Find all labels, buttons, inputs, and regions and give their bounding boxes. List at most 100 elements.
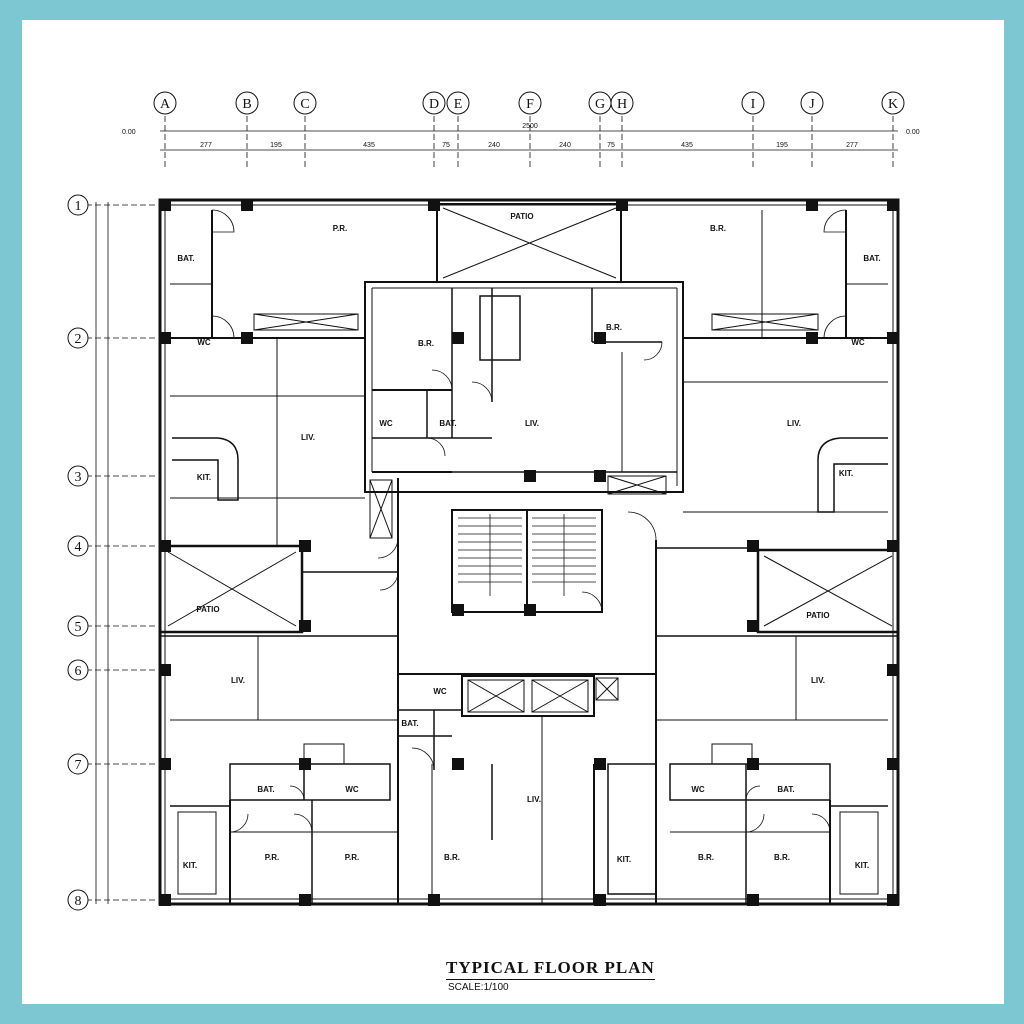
- grid-bubble-D: D: [422, 91, 446, 115]
- balcony-planter-right: [711, 313, 819, 331]
- room-label-liv-center: LIV.: [525, 419, 539, 428]
- room-label-br-top-right: B.R.: [710, 224, 726, 233]
- grid-bubble-I: I: [741, 91, 765, 115]
- floor-plan-drawing: A B C DE F GH I J K 1 2 3 4 5 6 7 8 277 195 435 75 240 240 75 4…: [67, 91, 920, 911]
- grid-label-K: K: [888, 97, 898, 112]
- duct-right: [607, 475, 667, 495]
- room-label-patio-right: PATIO: [806, 611, 829, 620]
- room-label-pr-top-left: P.R.: [333, 224, 348, 233]
- room-label-br-bc: B.R.: [444, 853, 460, 862]
- room-label-kit-bl: KIT.: [183, 861, 197, 870]
- top-dimension-text: 75: [442, 142, 450, 149]
- room-label-br-center-right: B.R.: [606, 323, 622, 332]
- top-dimension-text: 240: [488, 142, 500, 149]
- grid-bubble-4: 4: [67, 535, 89, 557]
- lift-shaft-block: [461, 675, 595, 717]
- overall-dimension-text: 2500: [522, 123, 538, 130]
- lift-2: [531, 679, 589, 713]
- room-label-bat-top-right: BAT.: [863, 254, 880, 263]
- room-label-pr-bl1: P.R.: [265, 853, 280, 862]
- grid-label-7: 7: [75, 758, 82, 773]
- door-swings: [211, 209, 847, 833]
- grid-bubble-7: 7: [67, 753, 89, 775]
- drawing-title: TYPICAL FLOOR PLAN: [446, 958, 655, 980]
- room-label-bat-bl1: BAT.: [257, 785, 274, 794]
- lift-1: [467, 679, 525, 713]
- grid-label-I: I: [751, 97, 756, 112]
- patio-left: [158, 544, 304, 634]
- kitchen-counter-bc: [607, 763, 657, 895]
- central-apartment-walls: [364, 281, 684, 493]
- room-label-bat-lower: BAT.: [401, 719, 418, 728]
- grid-label-J: J: [809, 97, 815, 112]
- kitchen-counter-br: [839, 811, 879, 895]
- room-label-wc-top-right: WC: [851, 338, 865, 347]
- room-label-kit-left: KIT.: [197, 473, 211, 482]
- room-label-wc-top-left: WC: [197, 338, 211, 347]
- room-label-wc-lower: WC: [433, 687, 447, 696]
- grid-bubble-F: F: [518, 91, 542, 115]
- room-label-kit-right: KIT.: [839, 469, 853, 478]
- grid-bubble-5: 5: [67, 615, 89, 637]
- grid-bubble-8: 8: [67, 889, 89, 911]
- grid-bubble-K: K: [881, 91, 905, 115]
- room-label-wc-br: WC: [691, 785, 705, 794]
- grid-label-B: B: [242, 97, 251, 112]
- grid-label-G: G: [595, 97, 605, 112]
- top-dimension-text: 435: [363, 142, 375, 149]
- grid-label-A: A: [160, 97, 171, 112]
- grid-bubble-A: A: [153, 91, 177, 115]
- room-label-br-br2: B.R.: [774, 853, 790, 862]
- grid-label-5: 5: [75, 620, 82, 635]
- room-label-liv-left: LIV.: [301, 433, 315, 442]
- grid-label-2: 2: [75, 332, 82, 347]
- top-dimension-text: 277: [846, 142, 858, 149]
- level-mark-left: 0.00: [122, 129, 136, 136]
- grid-bubble-J: J: [800, 91, 824, 115]
- grid-label-8: 8: [75, 894, 82, 909]
- grid-bubble-2: 2: [67, 327, 89, 349]
- room-label-wc-center: WC: [379, 419, 393, 428]
- center-duct: [479, 295, 521, 361]
- grid-bubble-C: C: [293, 91, 317, 115]
- room-label-pr-bl2: P.R.: [345, 853, 360, 862]
- balcony-planter-left: [253, 313, 359, 331]
- room-label-liv-bottom-left: LIV.: [231, 676, 245, 685]
- room-label-br-br1: B.R.: [698, 853, 714, 862]
- top-dimension-text: 277: [200, 142, 212, 149]
- room-label-patio-top: PATIO: [510, 212, 533, 221]
- room-label-liv-bottom-center: LIV.: [527, 795, 541, 804]
- patio-right: [756, 548, 900, 634]
- room-label-bat-br: BAT.: [777, 785, 794, 794]
- top-dimension-text: 75: [607, 142, 615, 149]
- grid-label-1: 1: [75, 199, 82, 214]
- grid-label-6: 6: [75, 664, 82, 679]
- room-label-liv-right: LIV.: [787, 419, 801, 428]
- top-dimension-text: 240: [559, 142, 571, 149]
- top-dimension-text: 435: [681, 142, 693, 149]
- drawing-scale: SCALE:1/100: [448, 982, 509, 993]
- grid-bubble-E: E: [446, 91, 470, 115]
- grid-label-F: F: [526, 97, 534, 112]
- grid-label-D: D: [429, 97, 439, 112]
- room-label-br-center: B.R.: [418, 339, 434, 348]
- grid-label-4: 4: [75, 540, 82, 555]
- grid-bubble-B: B: [235, 91, 259, 115]
- grid-bubble-G: G: [588, 91, 612, 115]
- grid-label-C: C: [300, 97, 309, 112]
- top-dimension-text: 195: [270, 142, 282, 149]
- grid-label-3: 3: [75, 470, 82, 485]
- grid-bubble-1: 1: [67, 194, 89, 216]
- structural-columns: [159, 199, 899, 906]
- room-label-bat-center: BAT.: [439, 419, 456, 428]
- grid-bubble-3: 3: [67, 465, 89, 487]
- grid-label-E: E: [454, 97, 463, 112]
- grid-label-H: H: [617, 97, 627, 112]
- room-label-liv-bottom-right: LIV.: [811, 676, 825, 685]
- room-label-wc-bl: WC: [345, 785, 359, 794]
- kitchen-counter-bl: [177, 811, 217, 895]
- kitchen-counter-left: [172, 437, 239, 501]
- kitchen-counter-right: [817, 437, 888, 513]
- room-label-bat-top-left: BAT.: [177, 254, 194, 263]
